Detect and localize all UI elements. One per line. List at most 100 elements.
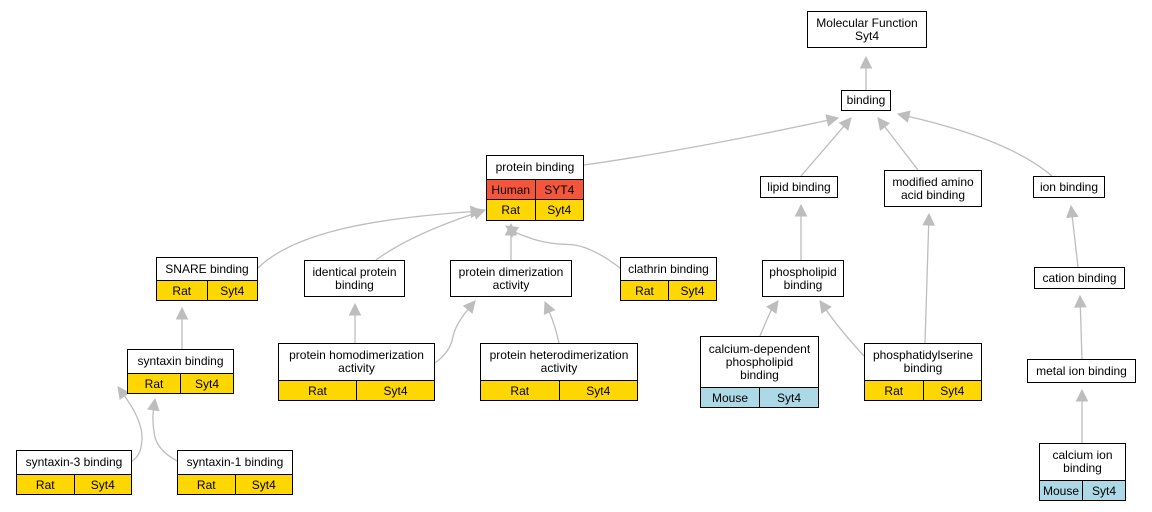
gene-cell: Syt4 — [206, 281, 258, 300]
node-title: modified amino acid binding — [892, 174, 974, 202]
edge-ion_binding-to-binding — [908, 115, 1053, 177]
node-title: syntaxin-1 binding — [186, 455, 284, 469]
species-cell: Mouse — [711, 390, 749, 405]
annotation-row: Rat Syt4 — [487, 199, 583, 220]
species-cell: Rat — [308, 383, 327, 398]
annotation-row: Rat Syt4 — [17, 474, 131, 494]
species-cell: Rat — [196, 477, 216, 492]
arrowhead-binding — [838, 117, 852, 131]
edge-clathrin_binding-to-protein_binding — [514, 231, 621, 269]
annotation-row: Rat Syt4 — [621, 280, 716, 300]
edge-identical_protein_binding-to-protein_binding — [375, 212, 475, 261]
node-cation-binding[interactable]: cation binding — [1034, 267, 1125, 289]
node-title: calcium ion binding — [1052, 448, 1113, 475]
node-modified-amino-acid-binding[interactable]: modified amino acid binding — [884, 170, 982, 207]
arrowhead-protein_binding — [505, 225, 520, 238]
arrowhead-snare_binding — [175, 306, 189, 320]
node-title: SNARE binding — [165, 261, 249, 276]
species-cell: Rat — [635, 283, 654, 298]
node-title: calcium-dependent phospholipid binding — [708, 341, 811, 382]
species-cell: Rat — [144, 376, 164, 391]
node-binding[interactable]: binding — [841, 90, 891, 111]
node-metal-ion-binding[interactable]: metal ion binding — [1027, 359, 1136, 383]
gene-cell: Syt4 — [1082, 481, 1125, 500]
node-identical-protein-binding[interactable]: identical protein binding — [304, 260, 405, 297]
node-protein-dimerization-activity[interactable]: protein dimerization activity — [450, 260, 572, 297]
node-title: cation binding — [1042, 270, 1117, 285]
species-cell: Rat — [501, 203, 521, 217]
node-phospholipid-binding[interactable]: phospholipid binding — [762, 260, 844, 297]
arrowhead-modified_amino_acid_binding — [922, 212, 935, 226]
arrowhead-syntaxin_binding — [147, 397, 160, 412]
annotation-row: Rat Syt4 — [128, 373, 233, 393]
arrowhead-phospholipid_binding — [819, 300, 832, 315]
edge-syntaxin_3_binding-to-syntaxin_binding — [123, 395, 143, 462]
node-title: phosphatidylserine binding — [872, 348, 974, 375]
edge-protein_heterodimerization_activity-to-protein_dimerization_activity — [548, 311, 560, 344]
arrowhead-syntaxin_binding — [117, 386, 130, 401]
species-cell: Rat — [884, 383, 904, 398]
node-title: identical protein binding — [312, 264, 397, 292]
species-cell: Rat — [35, 477, 55, 492]
arrowhead-protein_dimerization_activity — [543, 300, 556, 316]
edge-modified_amino_acid_binding-to-binding — [884, 126, 919, 171]
arrowhead-protein_binding — [472, 207, 487, 220]
gene-cell: Syt4 — [180, 374, 233, 393]
edge-metal_ion_binding-to-cation_binding — [1079, 306, 1083, 360]
gene-cell: Syt4 — [73, 475, 132, 494]
arrowhead-phospholipid_binding — [766, 300, 779, 315]
arrowhead-metal_ion_binding — [1075, 388, 1089, 402]
gene-cell: Syt4 — [356, 381, 434, 400]
annotation-row: Rat Syt4 — [157, 280, 257, 300]
node-title: metal ion binding — [1036, 363, 1127, 378]
node-title: protein binding — [495, 160, 575, 174]
annotation-row: Rat Syt4 — [279, 380, 434, 400]
gene-cell: Syt4 — [668, 281, 716, 300]
species-cell: Rat — [172, 283, 192, 298]
edge-lipid_binding-to-binding — [800, 125, 845, 177]
edge-phosphatidylserine_binding-to-phospholipid_binding — [825, 309, 865, 357]
arrowhead-binding — [825, 114, 840, 127]
node-title: lipid binding — [767, 179, 831, 194]
gene-cell: Syt4 — [558, 381, 638, 400]
edge-snare_binding-to-protein_binding — [257, 211, 472, 269]
node-lipid-binding[interactable]: lipid binding — [760, 176, 838, 198]
node-title: clathrin binding — [628, 261, 709, 276]
arrowhead-cation_binding — [1074, 294, 1087, 308]
edge-calcium_dependent_phospholipid_binding-to-phospholipid_binding — [759, 309, 773, 337]
edge-syntaxin_1_binding-to-syntaxin_binding — [152, 409, 178, 462]
species-cell: Human — [491, 182, 531, 197]
node-title: binding — [846, 93, 886, 107]
arrowhead-binding — [877, 117, 891, 131]
gene-cell: SYT4 — [534, 180, 584, 199]
edge-protein_homodimerization_activity-to-protein_dimerization_activity — [434, 309, 469, 364]
node-title: protein dimerization activity — [458, 264, 564, 292]
node-title: protein heterodimerization activity — [489, 348, 629, 375]
arrowhead-identical_protein_binding — [348, 302, 362, 316]
node-title: syntaxin-3 binding — [25, 455, 123, 469]
node-molecular-function[interactable]: Molecular Function Syt4 — [807, 11, 927, 48]
node-ion-binding[interactable]: ion binding — [1033, 176, 1105, 198]
gene-cell: Syt4 — [534, 200, 584, 220]
edge-phosphatidylserine_binding-to-modified_amino_acid_binding — [924, 224, 930, 344]
arrowhead-protein_dimerization_activity — [462, 300, 476, 314]
